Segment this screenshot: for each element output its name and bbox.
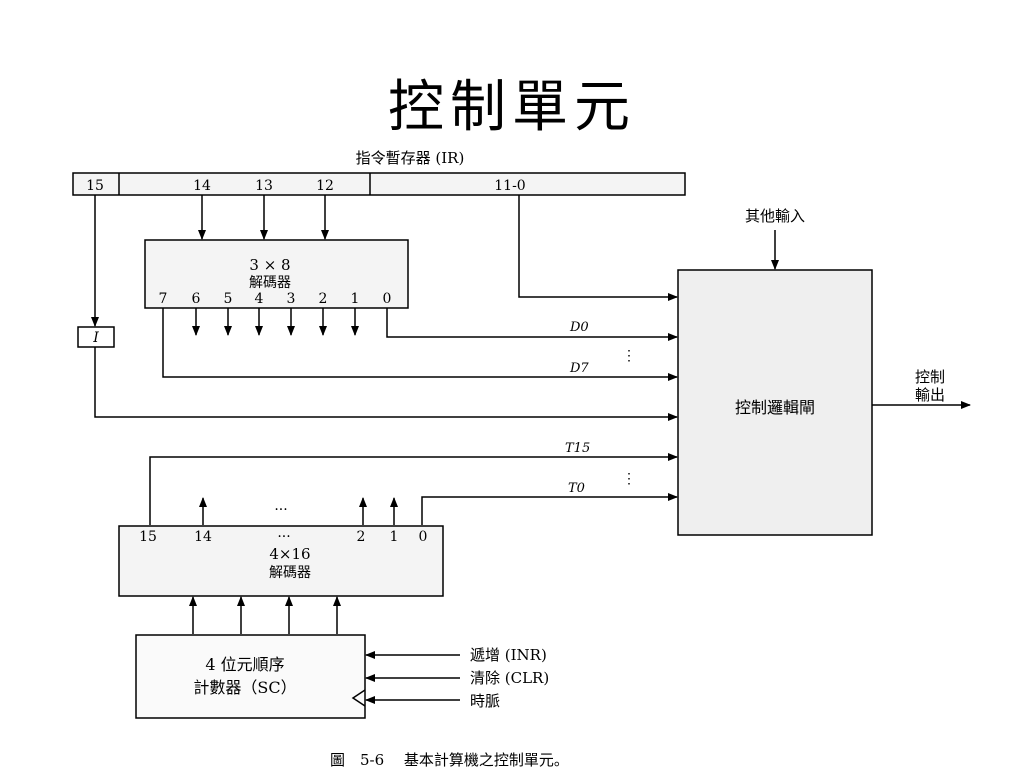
decoder-4x16-out-14: 14 — [194, 529, 212, 545]
decoder-4x16-out-0: 0 — [419, 529, 428, 545]
decoder-4x16-label-2: 解碼器 — [269, 565, 311, 581]
sequence-counter — [135, 634, 366, 719]
decoder-3x8-label-1: 3 × 8 — [249, 256, 290, 274]
decoder-3x8-out-0: 0 — [383, 291, 392, 307]
counter-input-inr: 遞增 (INR) — [470, 646, 547, 664]
decoder-4x16-arrows-ellipsis: ··· — [274, 502, 287, 518]
control-output-label-1: 控制 — [915, 368, 945, 386]
decoder-3x8 — [144, 239, 409, 309]
other-inputs-label: 其他輸入 — [745, 207, 805, 225]
instruction-register — [72, 172, 686, 196]
control-logic-gates — [677, 269, 873, 536]
flipflop-i-label: I — [92, 330, 99, 346]
counter-label-2: 計數器（SC） — [193, 678, 296, 697]
decoder-4x16-out-ellipsis: ··· — [277, 529, 290, 545]
flipflop-i — [77, 326, 115, 348]
counter-input-clock: 時脈 — [470, 692, 500, 710]
ir-bit-14: 14 — [193, 178, 211, 194]
decoder-4x16-out-15: 15 — [139, 529, 157, 545]
signal-d7: D7 — [569, 361, 589, 376]
vdots-d: ⋮ — [622, 348, 636, 364]
decoder-3x8-label-2: 解碼器 — [249, 275, 291, 291]
ir-bit-15: 15 — [86, 178, 104, 194]
ir-bits-11-0: 11-0 — [494, 178, 525, 194]
figure-caption: 圖 5-6 基本計算機之控制單元。 — [330, 751, 569, 768]
counter-input-clr: 清除 (CLR) — [470, 669, 549, 687]
decoder-3x8-out-6: 6 — [192, 291, 201, 307]
ir-label: 指令暫存器 (IR) — [356, 149, 465, 167]
decoder-4x16-out-1: 1 — [390, 529, 399, 545]
vdots-t: ⋮ — [622, 471, 636, 487]
decoder-4x16 — [118, 525, 444, 597]
decoder-4x16-label-1: 4×16 — [269, 545, 310, 563]
signal-d0: D0 — [569, 320, 589, 335]
signal-t15: T15 — [565, 441, 590, 456]
control-logic-label: 控制邏輯閘 — [735, 398, 815, 417]
ir-bit-13: 13 — [255, 178, 273, 194]
ir-bit-12: 12 — [316, 178, 334, 194]
slide-title: 控制單元 — [388, 75, 636, 140]
counter-label-1: 4 位元順序 — [205, 655, 284, 674]
decoder-3x8-out-5: 5 — [224, 291, 233, 307]
control-output-label-2: 輸出 — [915, 386, 945, 404]
decoder-3x8-out-4: 4 — [255, 291, 264, 307]
decoder-3x8-out-1: 1 — [351, 291, 360, 307]
decoder-3x8-out-2: 2 — [319, 291, 328, 307]
decoder-3x8-out-3: 3 — [287, 291, 296, 307]
signal-t0: T0 — [568, 481, 585, 496]
decoder-4x16-out-2: 2 — [357, 529, 366, 545]
decoder-3x8-out-7: 7 — [159, 291, 168, 307]
